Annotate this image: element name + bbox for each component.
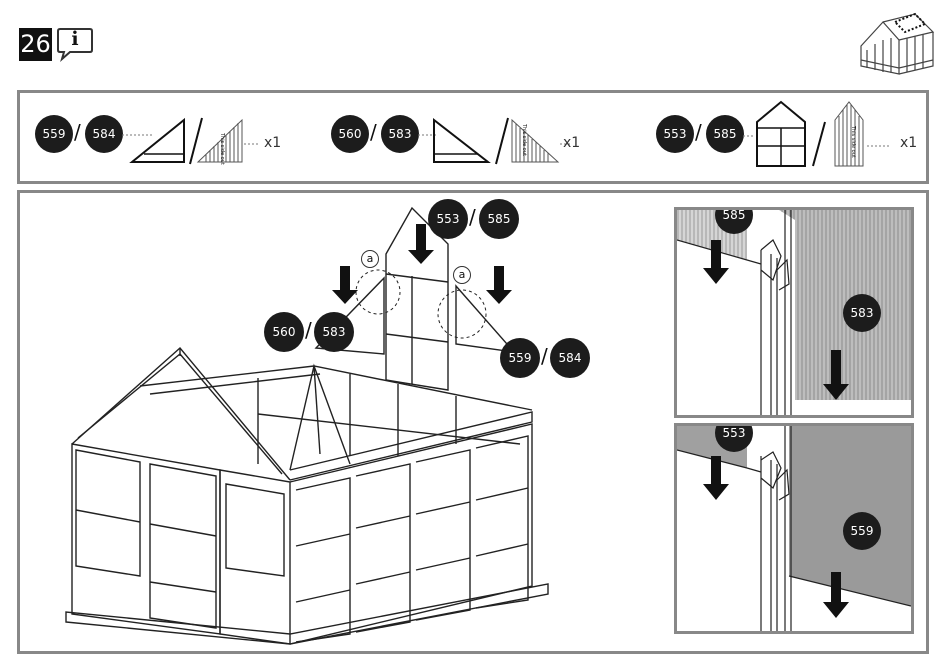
- part-badge-584: 584: [550, 338, 590, 378]
- quantity-label: x1: [563, 135, 580, 151]
- part-badge-583: 583: [381, 115, 419, 153]
- part-badge-560: 560: [264, 312, 304, 352]
- slash: /: [541, 344, 548, 368]
- side-out-label: This side out: [219, 133, 225, 165]
- side-out-label: This side out: [521, 124, 527, 156]
- side-out-label: This side out: [850, 126, 856, 158]
- quantity-label: x1: [264, 135, 281, 151]
- part-badge-585: 585: [479, 199, 519, 239]
- detail-marker-a: a: [361, 250, 379, 268]
- part-badge-585: 585: [706, 115, 744, 153]
- gable-triangle-panel-icon: [122, 108, 282, 168]
- detail-marker-a: a: [453, 266, 471, 284]
- quantity-label: x1: [900, 135, 917, 151]
- part-badge-559: 559: [35, 115, 73, 153]
- slash: /: [469, 205, 476, 229]
- part-badge-559: 559: [843, 512, 881, 550]
- part-badge-559: 559: [500, 338, 540, 378]
- slash: /: [74, 120, 81, 144]
- gable-triangle-panel-icon: [418, 108, 578, 168]
- part-badge-583: 583: [843, 294, 881, 332]
- step-number: 26: [19, 28, 52, 61]
- gable-peak-panel-icon: [743, 98, 903, 170]
- greenhouse-assembly-illustration: [20, 194, 670, 646]
- part-badge-583: 583: [314, 312, 354, 352]
- greenhouse-overview-icon: [855, 10, 937, 82]
- slash: /: [695, 120, 702, 144]
- part-badge-584: 584: [85, 115, 123, 153]
- info-icon[interactable]: i: [56, 26, 94, 62]
- part-badge-560: 560: [331, 115, 369, 153]
- slash: /: [370, 120, 377, 144]
- part-badge-553: 553: [656, 115, 694, 153]
- part-badge-553: 553: [428, 199, 468, 239]
- detail-view-bottom: 553 559: [674, 423, 914, 634]
- detail-view-top: 585 583: [674, 207, 914, 418]
- slash: /: [305, 318, 312, 342]
- info-glyph: i: [56, 28, 94, 50]
